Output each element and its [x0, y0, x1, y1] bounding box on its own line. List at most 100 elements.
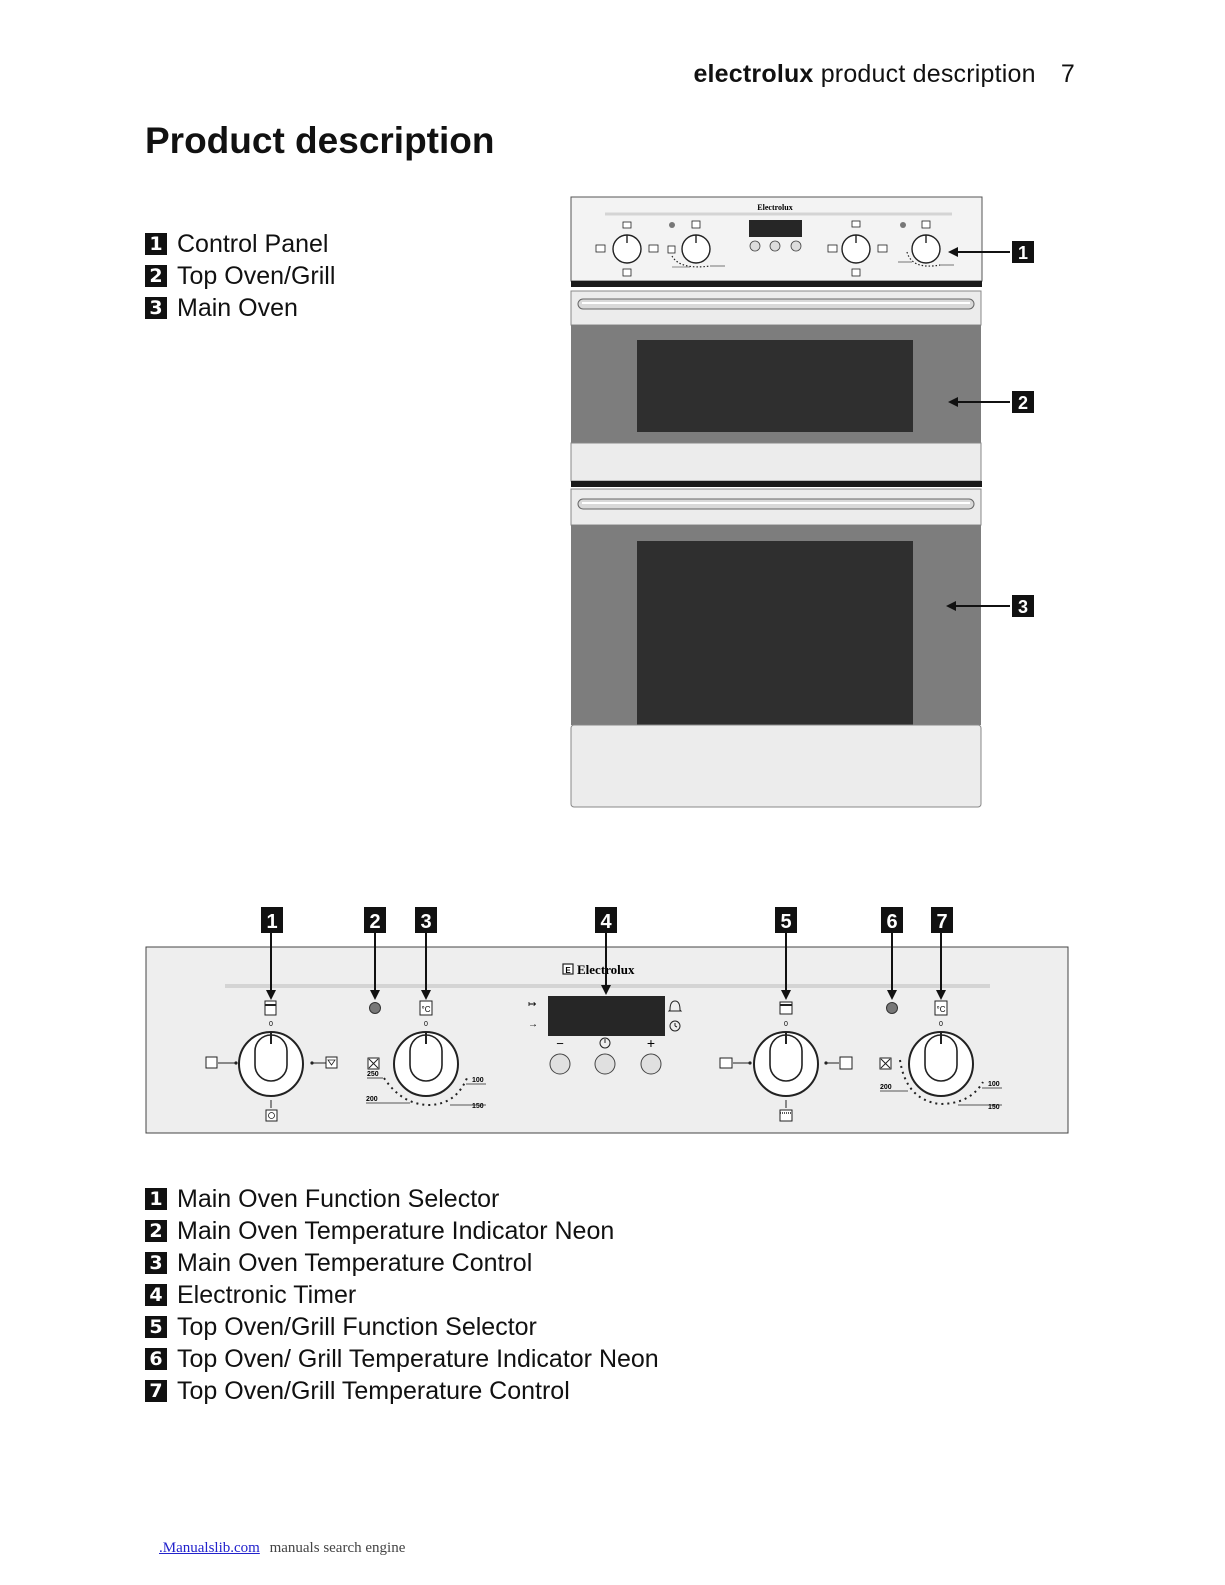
footer-text: manuals search engine: [269, 1540, 406, 1556]
defrost-icon: [205, 1056, 218, 1069]
legend-label: Main Oven Function Selector: [177, 1184, 500, 1213]
panel-callout-7: 7: [931, 907, 953, 1000]
top-oven-neon: [886, 1002, 898, 1014]
svg-text:6: 6: [886, 911, 897, 933]
number-badge: 3: [145, 297, 167, 319]
svg-text:100: 100: [988, 1081, 1000, 1088]
legend-item: 7 Top Oven/Grill Temperature Control: [145, 1375, 659, 1407]
mini-timer-button: [790, 240, 802, 252]
mini-timer-display: [749, 220, 802, 237]
panel-callout-1: 1: [261, 907, 283, 1000]
top-oven-window: [637, 340, 913, 432]
svg-text:7: 7: [936, 911, 947, 933]
main-oven-door: [570, 488, 982, 808]
svg-text:0: 0: [269, 1021, 273, 1028]
main-oven-temperature-knob: °C 0 250 200 100 150: [366, 1000, 486, 1110]
page-number: 7: [1060, 60, 1075, 88]
legend-item: 4 Electronic Timer: [145, 1279, 659, 1311]
svg-text:4: 4: [600, 911, 612, 933]
oven-callout-1: 1: [948, 241, 1034, 263]
svg-text:−: −: [556, 1036, 564, 1051]
top-oven-icon: [779, 1001, 793, 1015]
main-oven-function-knob: 0: [205, 1000, 338, 1122]
legend-label: Main Oven Temperature Control: [177, 1248, 533, 1277]
footer: .Manualslib.com manuals search engine: [125, 1540, 405, 1557]
temperature-icon: [419, 1000, 433, 1016]
legend-label: Main Oven Temperature Indicator Neon: [177, 1216, 615, 1245]
number-badge: 3: [145, 1252, 167, 1274]
main-oven-window: [637, 541, 913, 725]
top-oven-function-knob: 0: [719, 1001, 853, 1122]
running-header: electrolux product description 7: [693, 60, 1075, 89]
panel-callout-6: 6: [881, 907, 903, 1000]
svg-text:200: 200: [366, 1096, 378, 1103]
legend-item: 1 Control Panel: [145, 228, 335, 260]
clock-icon: [599, 1037, 611, 1049]
legend-item: 2 Top Oven/Grill: [145, 260, 335, 292]
panel-callout-3: 3: [415, 907, 437, 1000]
legend-label: Top Oven/Grill Function Selector: [177, 1312, 537, 1341]
svg-text:0: 0: [784, 1021, 788, 1028]
svg-text:200: 200: [880, 1084, 892, 1091]
mini-timer-button: [749, 240, 761, 252]
clock-icon: [669, 1020, 681, 1032]
fan-oven-icon: [265, 1109, 278, 1122]
timer-minus-button: [549, 1053, 571, 1075]
panel-callout-5: 5: [775, 907, 797, 1000]
fan-grill-icon: [325, 1056, 338, 1069]
number-badge: 2: [145, 1220, 167, 1242]
header-brand: electrolux: [693, 60, 814, 88]
number-badge: 7: [145, 1380, 167, 1402]
header-section: product description: [820, 60, 1036, 88]
panel-callout-2: 2: [364, 907, 386, 1000]
manualslib-link[interactable]: .Manualslib.com: [159, 1540, 260, 1556]
svg-text:+: +: [647, 1035, 655, 1051]
oven-parts-legend: 1 Control Panel 2 Top Oven/Grill 3 Main Ove…: [145, 228, 335, 324]
grill-icon: [719, 1057, 733, 1069]
legend-item: 2 Main Oven Temperature Indicator Neon: [145, 1215, 659, 1247]
svg-text:100: 100: [472, 1077, 484, 1084]
half-grill-icon: [779, 1109, 793, 1122]
temperature-icon: [934, 1000, 948, 1016]
oven-callout-2: 2: [948, 391, 1034, 413]
svg-text:5: 5: [780, 911, 791, 933]
number-badge: 2: [145, 265, 167, 287]
legend-label: Top Oven/ Grill Temperature Indicator Ne…: [177, 1344, 659, 1373]
svg-text:1: 1: [1018, 243, 1028, 263]
legend-label: Electronic Timer: [177, 1280, 357, 1309]
legend-item: 1 Main Oven Function Selector: [145, 1183, 659, 1215]
mini-brand-label: Electrolux: [757, 203, 792, 212]
legend-label: Control Panel: [177, 229, 329, 258]
top-oven-temperature-knob: °C 0 200 100 150: [879, 1000, 1002, 1111]
legend-item: 6 Top Oven/ Grill Temperature Indicator N…: [145, 1343, 659, 1375]
legend-label: Top Oven/Grill Temperature Control: [177, 1376, 570, 1405]
legend-label: Main Oven: [177, 293, 298, 322]
svg-text:E: E: [565, 966, 571, 975]
panel-callout-4: 4: [595, 907, 617, 995]
page-title: Product description: [145, 120, 495, 161]
bell-icon: [667, 1000, 683, 1012]
svg-text:250: 250: [367, 1071, 379, 1078]
number-badge: 6: [145, 1348, 167, 1370]
mini-control-panel: Electrolux: [570, 196, 983, 282]
svg-text:1: 1: [266, 911, 277, 933]
timer-display: [548, 996, 665, 1036]
svg-text:→: →: [528, 1019, 538, 1030]
oven-illustration: Electrolux: [570, 196, 1034, 808]
number-badge: 1: [145, 233, 167, 255]
mini-neon: [900, 222, 906, 228]
electronic-timer: ↦ → − +: [528, 996, 683, 1075]
legend-label: Top Oven/Grill: [177, 261, 336, 290]
svg-text:3: 3: [420, 911, 431, 933]
svg-text:↦: ↦: [528, 999, 536, 1010]
oven-callout-3: 3: [946, 595, 1034, 617]
number-badge: 4: [145, 1284, 167, 1306]
svg-text:150: 150: [472, 1103, 484, 1110]
oven-function-icon: [264, 1000, 277, 1016]
svg-text:0: 0: [424, 1021, 428, 1028]
number-badge: 1: [145, 1188, 167, 1210]
legend-item: 3 Main Oven: [145, 292, 335, 324]
svg-text:0: 0: [939, 1021, 943, 1028]
